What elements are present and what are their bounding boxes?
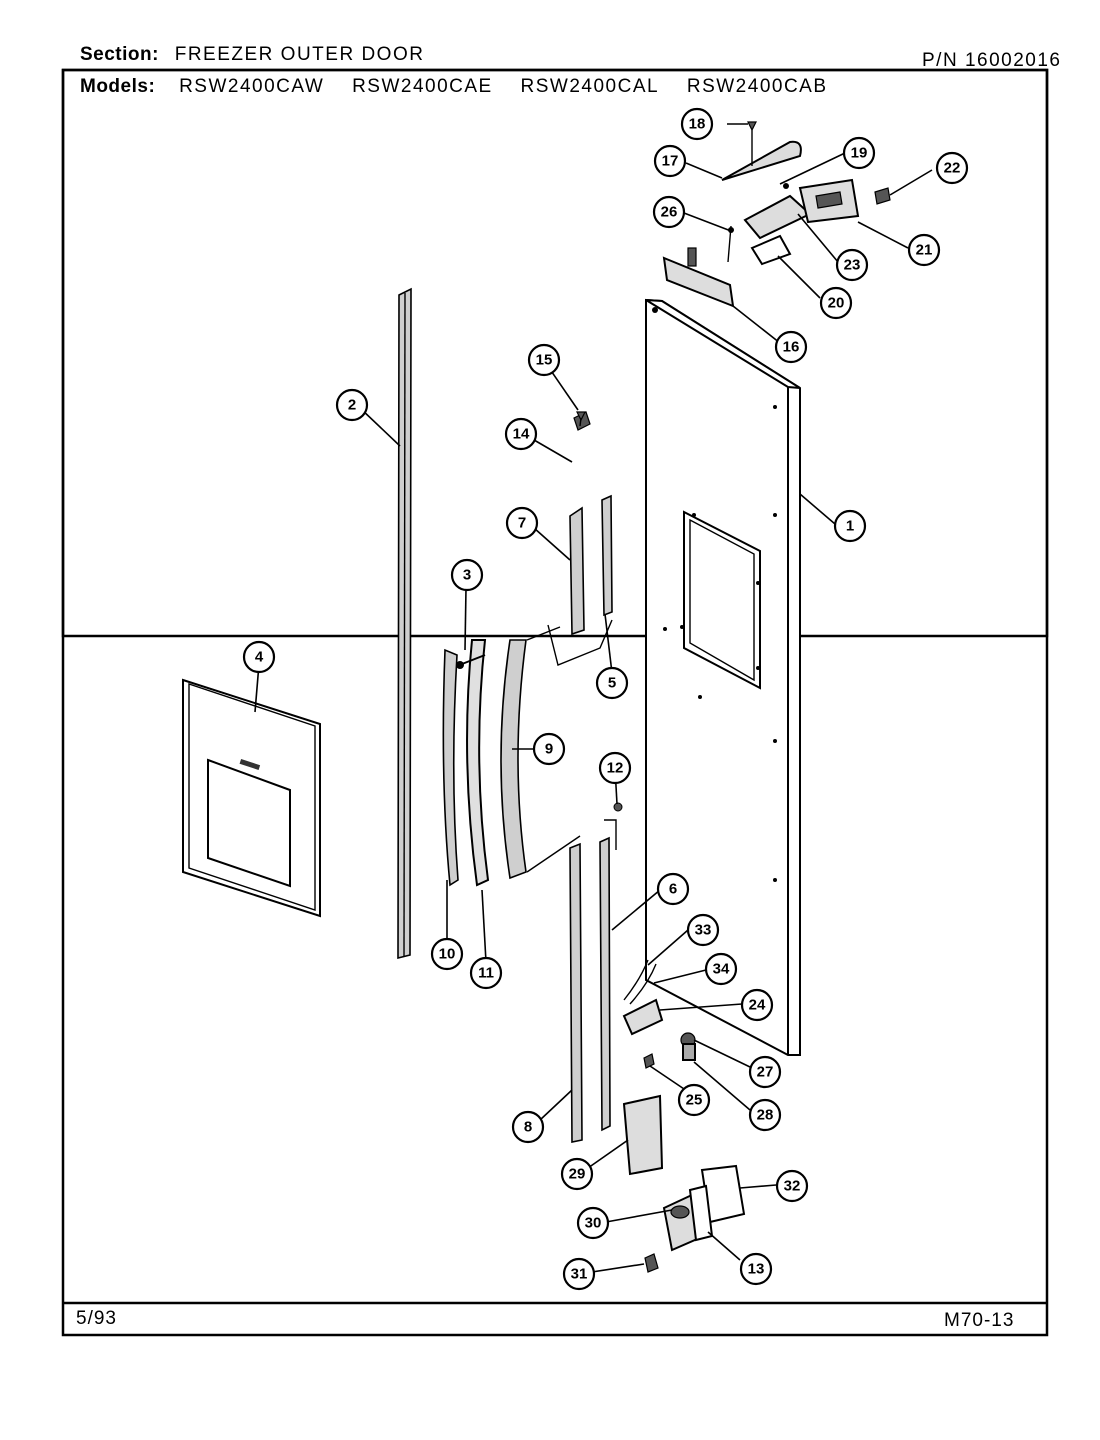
callout-number: 27 [757,1064,774,1081]
callout-3: 3 [450,558,484,592]
callout-number: 5 [608,675,616,692]
callout-21: 21 [907,233,941,267]
callout-5: 5 [595,666,629,700]
callout-number: 6 [669,881,677,898]
model-code: RSW2400CAL [520,76,660,97]
callout-30: 30 [576,1206,610,1240]
callout-11: 11 [469,956,503,990]
model-code: RSW2400CAE [352,76,493,97]
callout-number: 8 [524,1119,532,1136]
callout-16: 16 [774,330,808,364]
callout-2: 2 [335,388,369,422]
callout-number: 34 [713,961,730,978]
footer-page-code: M70-13 [944,1310,1015,1331]
callout-number: 21 [916,242,933,259]
callout-33: 33 [686,913,720,947]
callout-9: 9 [532,732,566,766]
section-value: FREEZER OUTER DOOR [174,44,425,65]
callout-number: 31 [571,1266,588,1283]
model-code: RSW2400CAB [686,76,828,97]
callout-25: 25 [677,1083,711,1117]
callout-15: 15 [527,343,561,377]
callout-number: 3 [463,567,471,584]
section-label: Section: [80,44,159,65]
callout-26: 26 [652,195,686,229]
callout-28: 28 [748,1098,782,1132]
footer-date: 5/93 [76,1308,117,1329]
callout-8: 8 [511,1110,545,1144]
callout-23: 23 [835,248,869,282]
handle-parts [442,626,581,887]
diagram-border [61,68,1049,1337]
trim-strip [397,287,412,960]
callout-number: 20 [828,295,845,312]
leader-lines [254,123,933,1273]
callout-number: 22 [944,160,961,177]
callout-34: 34 [704,952,738,986]
callout-6: 6 [656,872,690,906]
callout-32: 32 [775,1169,809,1203]
callout-number: 14 [513,426,530,443]
callout-number: 29 [569,1166,586,1183]
models-label: Models: [80,76,156,97]
small-hardware [456,411,623,812]
callout-19: 19 [842,136,876,170]
callout-24: 24 [740,988,774,1022]
callout-number: 28 [757,1107,774,1124]
callout-number: 16 [783,339,800,356]
callout-18: 18 [680,107,714,141]
callout-4: 4 [242,640,276,674]
lower-strips [569,819,617,1143]
callout-number: 23 [844,257,861,274]
callout-number: 13 [748,1261,765,1278]
callout-number: 10 [439,946,456,963]
callout-number: 32 [784,1178,801,1195]
callout-number: 2 [348,397,356,414]
callout-number: 19 [851,145,868,162]
door-panel [645,298,801,1056]
callout-number: 12 [607,760,624,777]
callout-number: 30 [585,1215,602,1232]
callout-number: 18 [689,116,706,133]
callout-14: 14 [504,417,538,451]
callout-27: 27 [748,1055,782,1089]
callout-12: 12 [598,751,632,785]
callout-31: 31 [562,1257,596,1291]
bottom-hinge-assembly [622,959,746,1273]
callout-number: 15 [536,352,553,369]
callout-number: 17 [662,153,679,170]
models-row: Models: RSW2400CAW RSW2400CAE RSW2400CAL… [80,76,828,98]
top-hinge-assembly [662,121,891,308]
callout-number: 1 [846,518,854,535]
callout-20: 20 [819,286,853,320]
callout-10: 10 [430,937,464,971]
callout-13: 13 [739,1252,773,1286]
callout-number: 25 [686,1092,703,1109]
callout-1: 1 [833,509,867,543]
callout-number: 9 [545,741,553,758]
callout-number: 24 [749,997,766,1014]
callout-number: 26 [661,204,678,221]
callout-number: 7 [518,515,526,532]
callout-number: 4 [255,649,264,666]
upper-strips [547,494,613,666]
part-number: P/N 16002016 [922,50,1062,71]
callout-22: 22 [935,151,969,185]
section-heading: Section: FREEZER OUTER DOOR [80,44,424,66]
callout-29: 29 [560,1157,594,1191]
callout-17: 17 [653,144,687,178]
callout-number: 33 [695,922,712,939]
callout-number: 11 [478,965,494,982]
model-code: RSW2400CAW [179,76,325,97]
callout-7: 7 [505,506,539,540]
dispenser-panel [182,678,321,918]
